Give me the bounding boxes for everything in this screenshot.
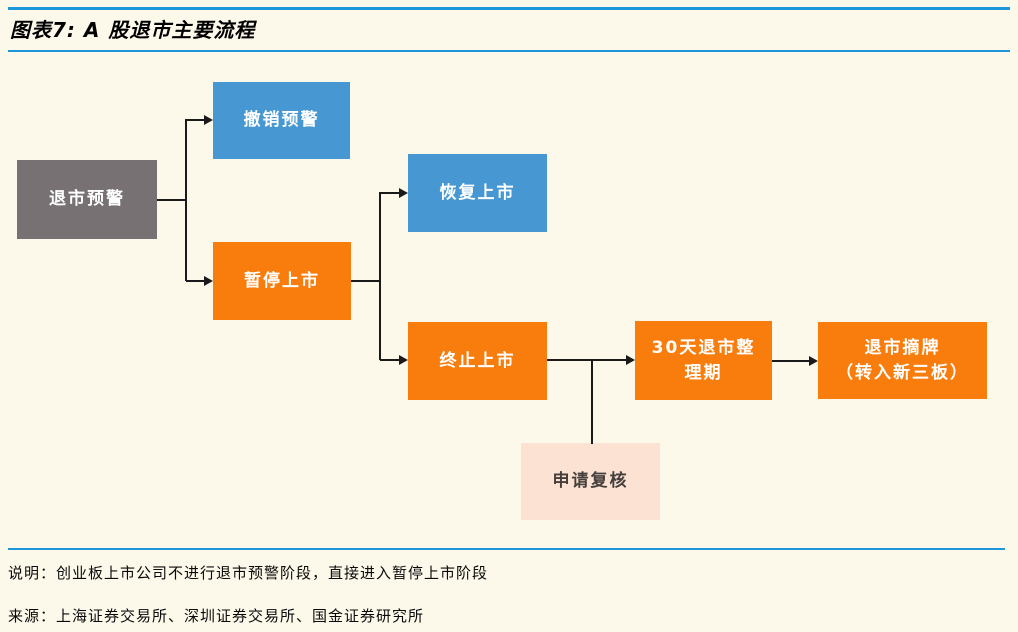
arrowhead-icon: [399, 355, 408, 365]
connector-line: [380, 192, 400, 194]
arrowhead-icon: [809, 356, 818, 366]
node-label: 终止上市: [439, 350, 516, 371]
note-text: 说明：创业板上市公司不进行退市预警阶段，直接进入暂停上市阶段: [8, 564, 489, 582]
node-label: 退市预警: [49, 189, 125, 210]
node-delisting-warning: 退市预警: [17, 160, 157, 239]
arrowhead-icon: [204, 115, 213, 125]
connector-line: [772, 360, 810, 362]
node-label: 撤销预警: [243, 110, 320, 131]
connector-line: [351, 280, 380, 282]
connector-line: [591, 360, 593, 444]
node-label: 恢复上市: [439, 182, 516, 203]
top-rule: [8, 7, 1010, 10]
node-label: 30天退市整理期: [651, 337, 756, 383]
arrowhead-icon: [626, 355, 635, 365]
connector-line: [186, 119, 205, 121]
connector-line: [157, 199, 186, 201]
node-label: 暂停上市: [244, 270, 320, 291]
footer-rule: [8, 548, 1005, 550]
node-apply-review: 申请复核: [521, 443, 660, 520]
node-label: 申请复核: [552, 471, 629, 492]
node-label-line1: 退市摘牌: [864, 337, 941, 358]
node-label-line2: （转入新三板）: [836, 362, 969, 383]
node-delist-transfer: 退市摘牌 （转入新三板）: [818, 322, 987, 399]
connector-line: [380, 359, 400, 361]
figure-title: 图表7: A 股退市主要流程: [10, 18, 256, 42]
source-text: 来源：上海证券交易所、深圳证券交易所、国金证券研究所: [8, 607, 425, 625]
arrowhead-icon: [399, 188, 408, 198]
connector-line: [379, 192, 381, 360]
node-terminate-listing: 终止上市: [408, 322, 547, 400]
node-revoke-warning: 撤销预警: [213, 82, 350, 159]
node-suspend-listing: 暂停上市: [213, 242, 351, 320]
connector-line: [547, 359, 627, 361]
node-resume-listing: 恢复上市: [408, 154, 547, 232]
connector-line: [185, 119, 187, 281]
node-delisting-period: 30天退市整理期: [635, 321, 772, 400]
connector-line: [186, 280, 205, 282]
title-underline-rule: [8, 50, 1010, 52]
arrowhead-icon: [204, 276, 213, 286]
